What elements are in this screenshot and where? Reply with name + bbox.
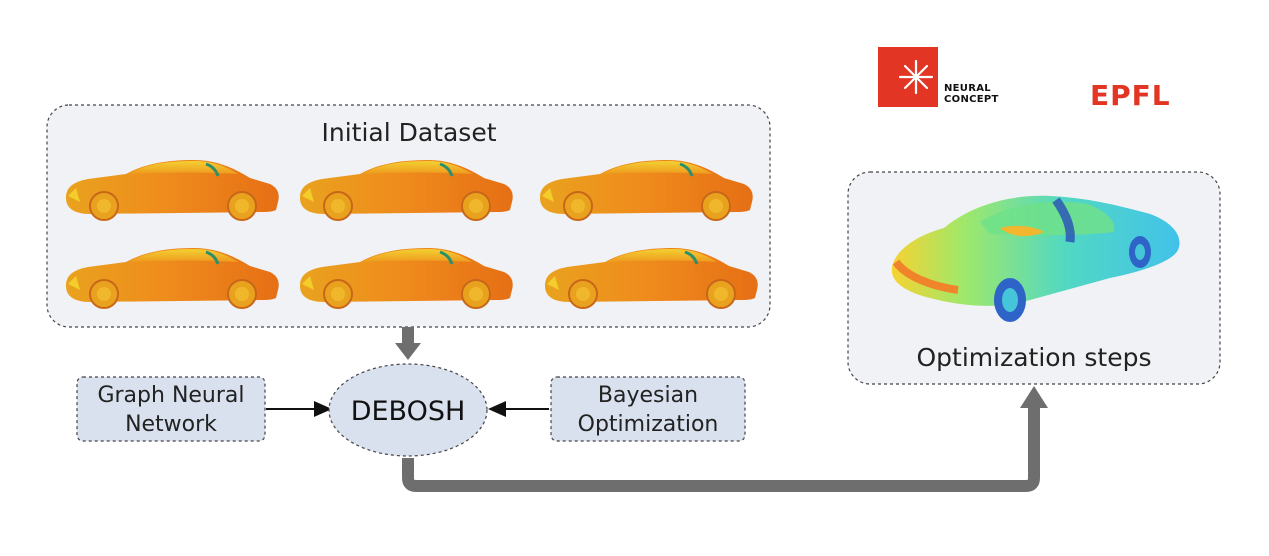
optimized-car (891, 195, 1180, 322)
graph-neural-network-box (76, 376, 266, 442)
gnn-label-line1: Graph Neural (97, 383, 244, 408)
dataset-to-debosh-arrow (395, 327, 421, 360)
debosh-label: DEBOSH (351, 396, 466, 427)
starburst-icon (898, 59, 934, 95)
debosh-to-optimization-connector (402, 404, 1040, 492)
bo-label-line1: Bayesian (598, 383, 698, 408)
epfl-logo: EPFL (1090, 79, 1171, 112)
neural-concept-wordmark: NEURAL CONCEPT (944, 83, 999, 105)
optimization-steps-title: Optimization steps (917, 343, 1152, 372)
optimization-arrowhead (1020, 386, 1048, 408)
bo-label-line2: Optimization (578, 412, 719, 437)
gnn-label-line2: Network (125, 412, 217, 437)
neural-concept-text: NEURAL CONCEPT (944, 83, 999, 105)
initial-dataset-title: Initial Dataset (321, 118, 496, 147)
bayesian-optimization-box (550, 376, 746, 442)
neural-concept-logo (878, 47, 938, 107)
debosh-node (328, 363, 488, 457)
